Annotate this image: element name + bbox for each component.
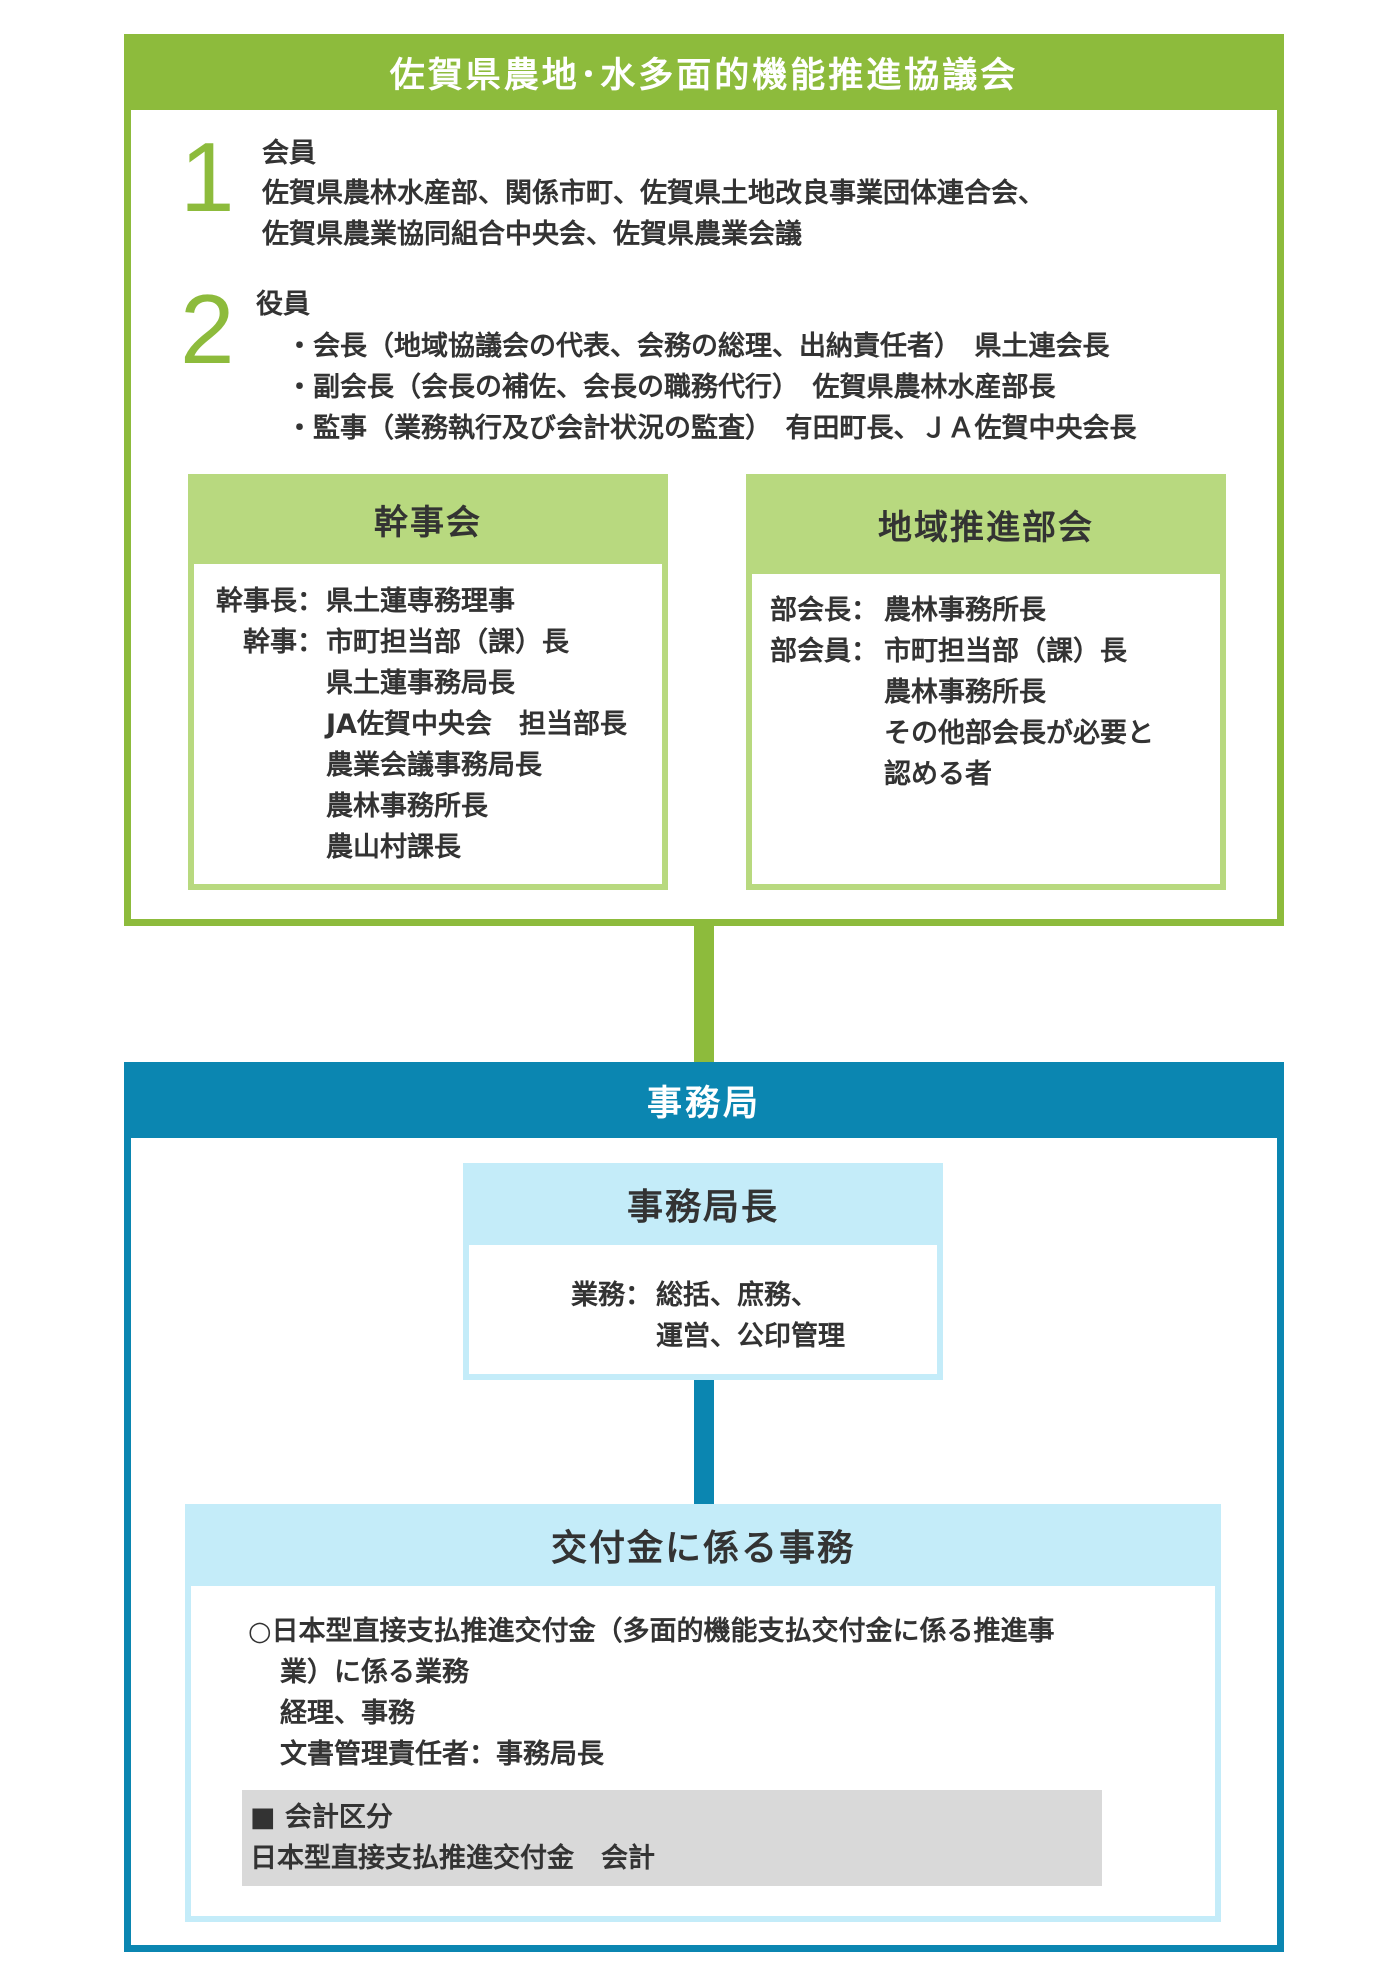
kanjikai-row-2-label: 幹事： — [243, 627, 324, 658]
grant-line-1: ○日本型直接支払推進交付金（多面的機能支払交付金に係る推進事 — [248, 1616, 1055, 1647]
grant-affairs-title: 交付金に係る事務 — [185, 1504, 1221, 1586]
director-duties-line-1: 総括、庶務、 — [656, 1280, 818, 1311]
regional-row-3-value: 農林事務所長 — [884, 677, 1046, 708]
kanjikai-row-1-label: 幹事長： — [216, 586, 324, 617]
kanjikai-row-3-value: 県土蓮事務局長 — [326, 668, 515, 699]
regional-row-1-value: 農林事務所長 — [884, 595, 1046, 626]
officers-line-1: ・会長（地域協議会の代表、会務の総理、出納責任者） 県土連会長 — [286, 331, 1110, 362]
grant-line-4: 文書管理責任者：事務局長 — [280, 1739, 604, 1770]
regional-row-4-value: その他部会長が必要と — [884, 718, 1154, 749]
members-line-2: 佐賀県農業協同組合中央会、佐賀県農業会議 — [262, 219, 802, 250]
account-heading: ■ 会計区分 — [250, 1802, 393, 1833]
regional-row-2-value: 市町担当部（課）長 — [884, 636, 1127, 667]
account-value: 日本型直接支払推進交付金 会計 — [250, 1843, 655, 1874]
council-title: 佐賀県農地･水多面的機能推進協議会 — [124, 34, 1284, 110]
officers-line-3: ・監事（業務執行及び会計状況の監査） 有田町長、ＪＡ佐賀中央会長 — [286, 413, 1137, 444]
secretariat-title: 事務局 — [124, 1062, 1284, 1138]
regional-committee-title: 地域推進部会 — [746, 474, 1226, 574]
regional-row-1-label: 部会長： — [770, 595, 878, 626]
kanjikai-row-4-value: JA佐賀中央会 担当部長 — [326, 709, 627, 740]
kanjikai-row-7-value: 農山村課長 — [326, 832, 461, 863]
regional-row-2-label: 部会員： — [770, 636, 878, 667]
kanjikai-row-2-value: 市町担当部（課）長 — [326, 627, 569, 658]
grant-line-3: 経理、事務 — [280, 1698, 415, 1729]
officers-number: 2 — [180, 274, 235, 384]
kanjikai-row-5-value: 農業会議事務局長 — [326, 750, 542, 781]
kanjikai-row-1-value: 県土蓮専務理事 — [326, 586, 515, 617]
connector-line — [694, 926, 714, 1062]
regional-row-5-value: 認める者 — [884, 759, 992, 790]
kanjikai-row-6-value: 農林事務所長 — [326, 791, 488, 822]
members-number: 1 — [180, 122, 235, 232]
director-title: 事務局長 — [463, 1163, 943, 1245]
connector-line-blue — [694, 1380, 714, 1504]
members-label: 会員 — [262, 138, 316, 169]
officers-label: 役員 — [256, 289, 310, 320]
director-duties-line-2: 運営、公印管理 — [656, 1321, 845, 1352]
kanjikai-title: 幹事会 — [188, 474, 668, 564]
director-duties-label: 業務： — [571, 1280, 652, 1311]
officers-line-2: ・副会長（会長の補佐、会長の職務代行） 佐賀県農林水産部長 — [286, 372, 1056, 403]
members-line-1: 佐賀県農林水産部、関係市町、佐賀県土地改良事業団体連合会、 — [262, 178, 1045, 209]
grant-line-2: 業）に係る業務 — [280, 1657, 469, 1688]
account-category-box — [242, 1790, 1102, 1886]
